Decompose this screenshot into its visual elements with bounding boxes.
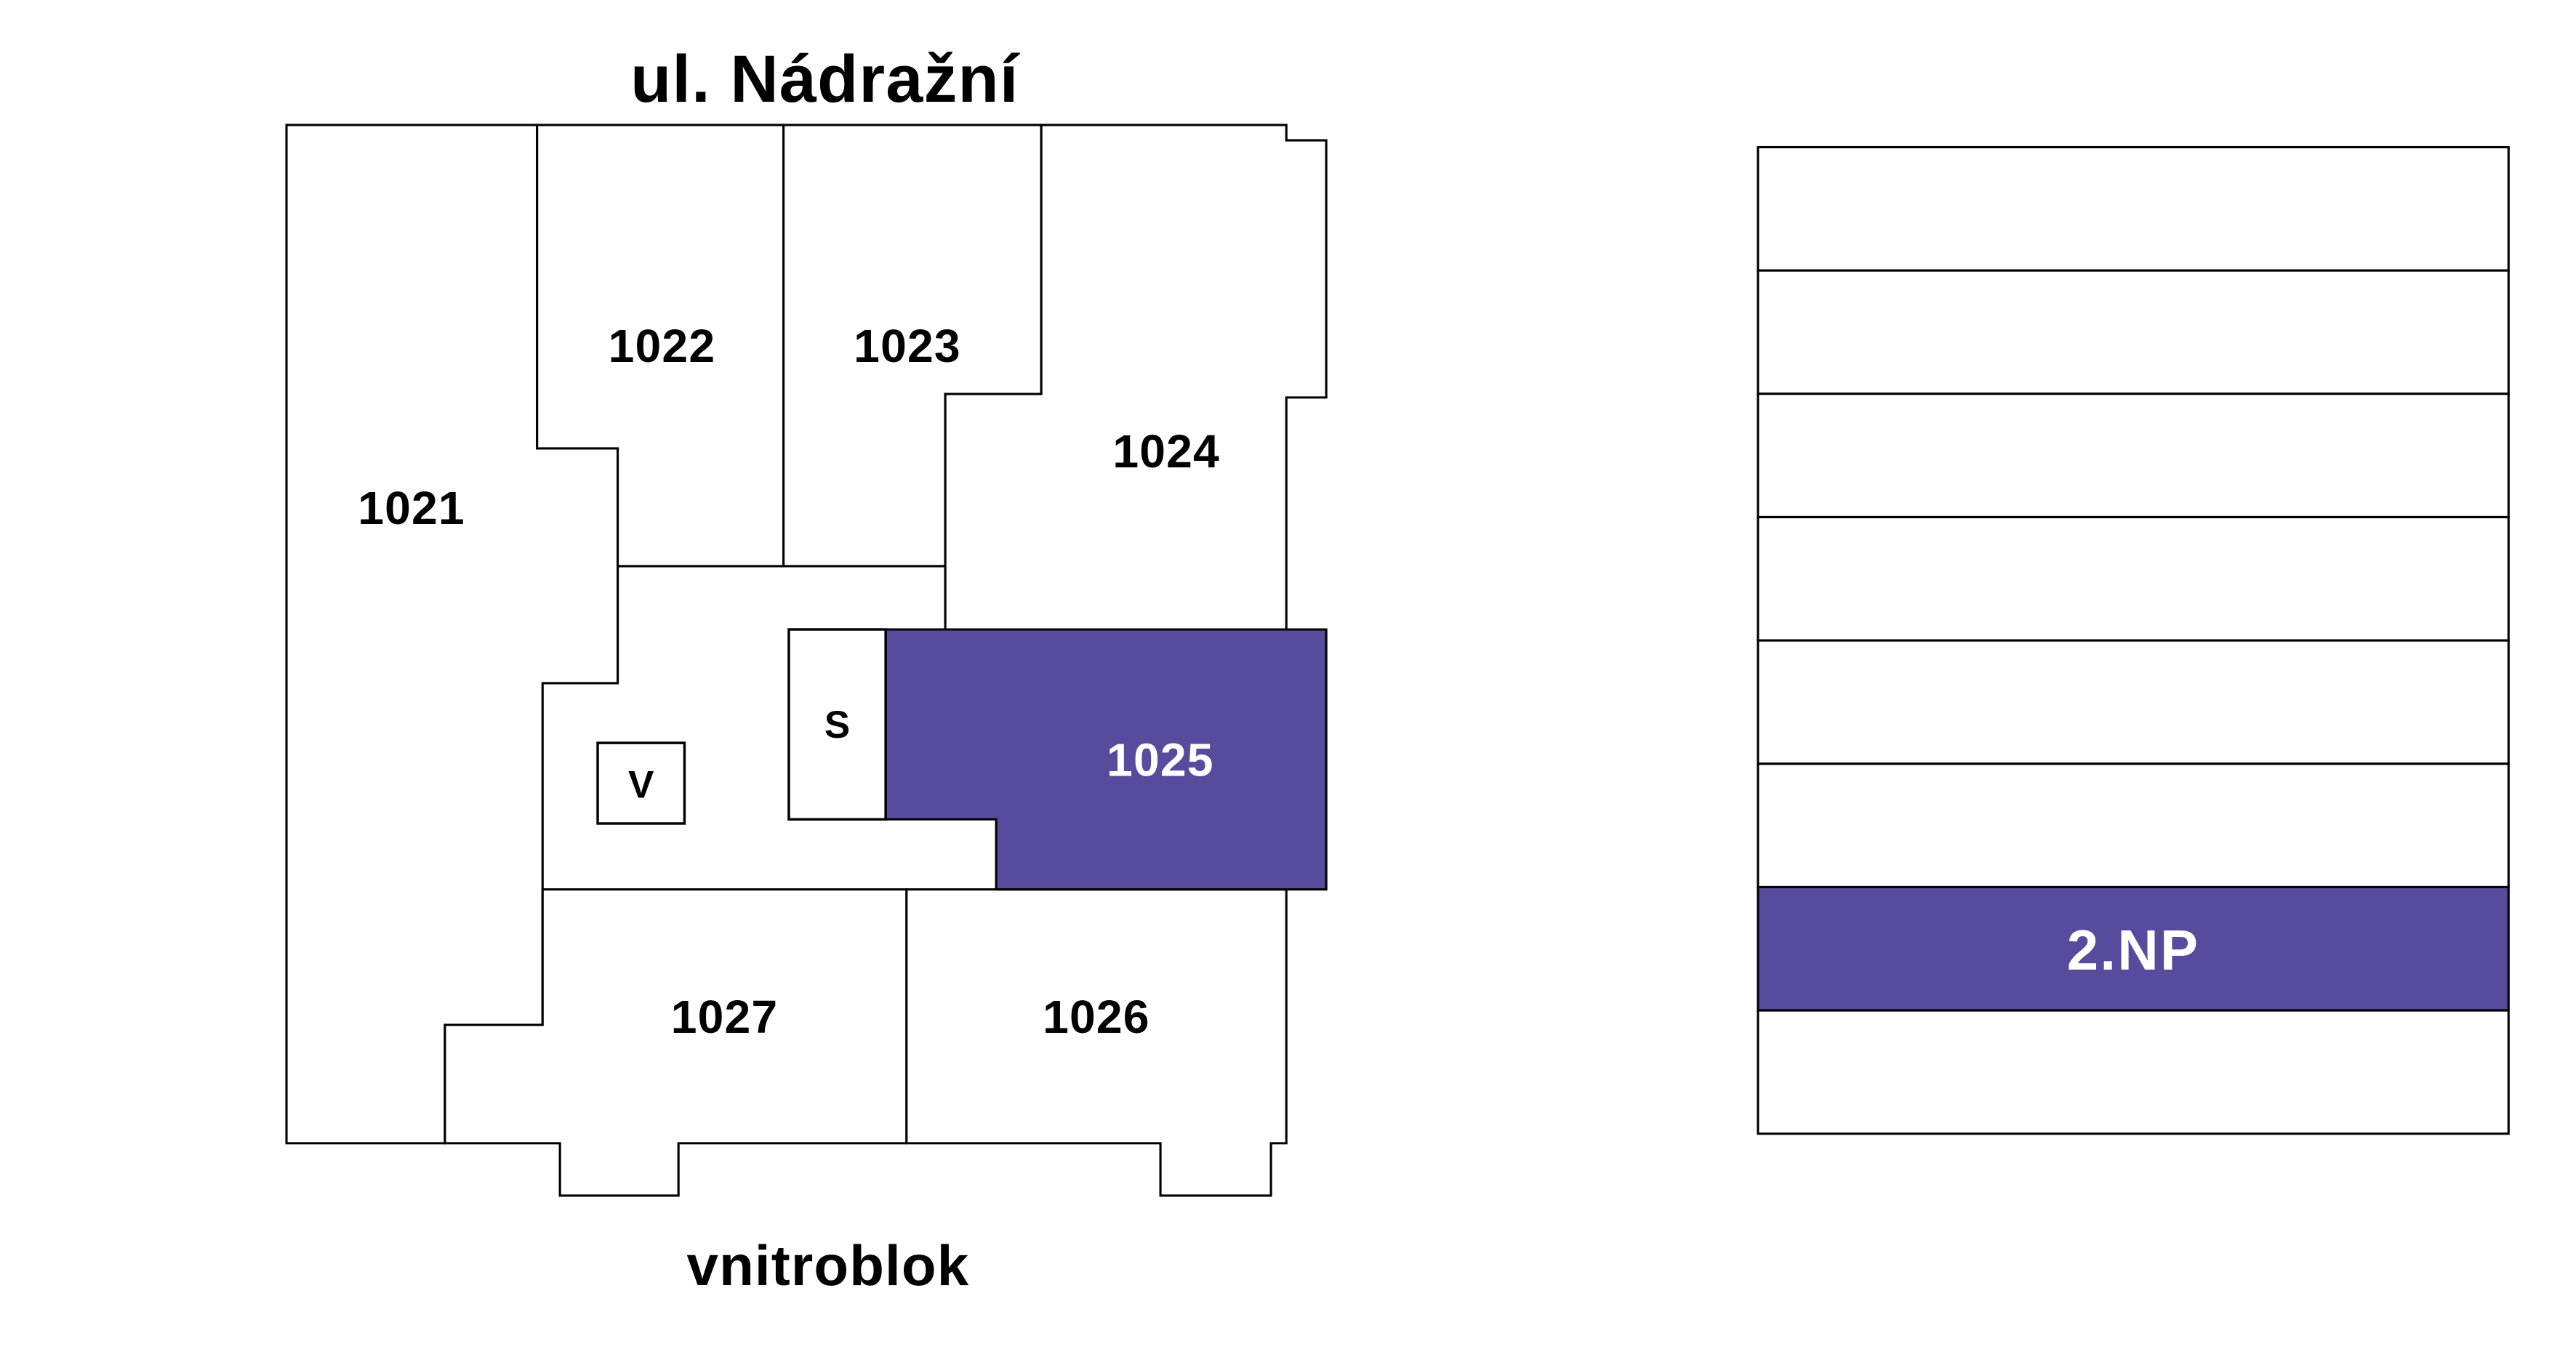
elevator-label: V [628, 763, 654, 806]
street-name-label: ul. Nádražní [630, 42, 1020, 116]
unit-label-1025: 1025 [1107, 734, 1214, 786]
unit-region-1024[interactable] [944, 124, 1328, 631]
elevator-box [596, 741, 686, 825]
highlighted-floor-label: 2.NP [2067, 918, 2200, 982]
courtyard-label: vnitroblok [687, 1233, 970, 1297]
unit-label-1026: 1026 [1043, 991, 1150, 1043]
floor-row-5np[interactable] [1757, 515, 2510, 642]
floor-selector: 2.NP [1757, 145, 2510, 1135]
unit-label-1024: 1024 [1112, 425, 1220, 478]
floor-row-7np[interactable] [1757, 269, 2510, 395]
staircase-box [787, 628, 887, 821]
unit-label-1023: 1023 [854, 320, 961, 372]
unit-region-1026[interactable] [905, 888, 1288, 1197]
staircase-label: S [824, 704, 850, 746]
floor-row-1np[interactable] [1757, 1009, 2510, 1135]
floor-plan: ul. Nádražní 1021 1022 1023 1024 1025 10… [285, 42, 1328, 1297]
floor-row-8np[interactable] [1757, 145, 2510, 272]
floor-row-4np[interactable] [1757, 639, 2510, 765]
unit-label-1022: 1022 [609, 320, 716, 372]
floor-row-3np[interactable] [1757, 762, 2510, 889]
floor-row-6np[interactable] [1757, 392, 2510, 519]
unit-label-1021: 1021 [358, 482, 465, 534]
unit-label-1027: 1027 [671, 991, 779, 1043]
